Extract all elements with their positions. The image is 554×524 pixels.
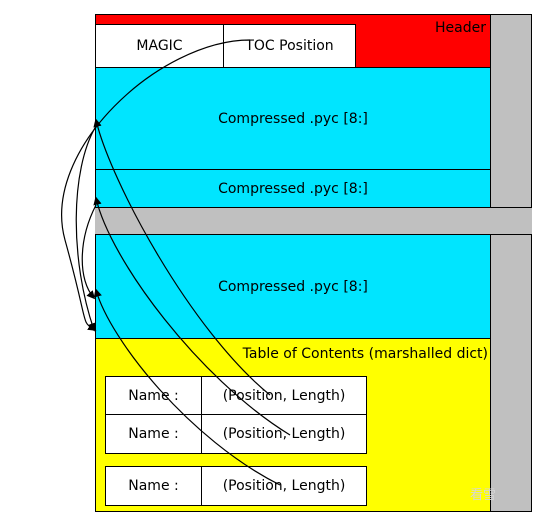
entry-pointer-arrow [93, 288, 281, 486]
entry-pointer-arrow [93, 196, 291, 436]
toc-title: Table of Contents (marshalled dict) [242, 346, 488, 362]
header-label: Header [435, 20, 486, 36]
toc-entry-name: Name : [106, 467, 202, 505]
toc-entry: Name : (Position, Length) [105, 466, 367, 506]
link-arc [81, 204, 97, 300]
toc-entry-value: (Position, Length) [222, 478, 346, 494]
watermark-text: 看雪 [470, 488, 497, 503]
toc-position-field: TOC Position [224, 24, 356, 67]
entry-pointer-arrow [93, 118, 271, 396]
compressed-block-3: Compressed .pyc [8:] [95, 234, 491, 339]
toc-entry: Name : (Position, Length) [105, 376, 367, 415]
compressed-block-2: Compressed .pyc [8:] [95, 169, 491, 208]
toc-entry-name: Name : [106, 415, 202, 453]
toc-position-arrow [61, 39, 251, 331]
toc-entry: Name : (Position, Length) [105, 414, 367, 454]
toc-entry-value: (Position, Length) [222, 426, 346, 442]
compressed-block-1: Compressed .pyc [8:] [95, 67, 491, 170]
toc-entry-value: (Position, Length) [222, 387, 346, 404]
gray-gap-strip [95, 207, 532, 235]
magic-field: MAGIC [96, 24, 224, 67]
toc-entry-name: Name : [106, 377, 202, 414]
link-arc [75, 125, 97, 332]
